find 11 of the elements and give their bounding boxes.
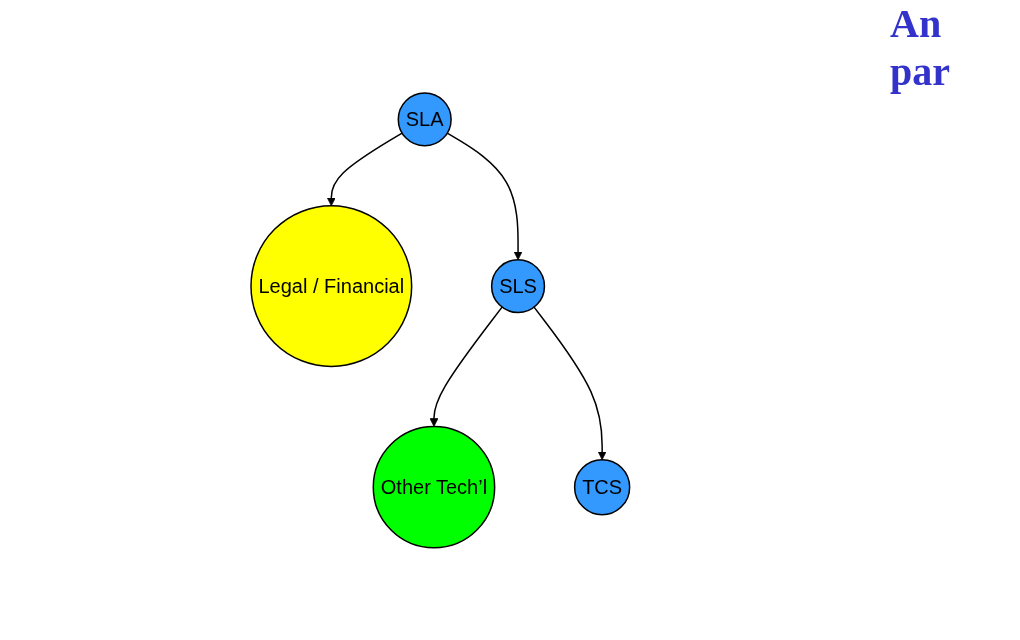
node-circle: SLA: [397, 91, 452, 147]
heading-fragment: par: [890, 48, 951, 96]
arrow: [326, 131, 403, 206]
arrow: [429, 306, 503, 427]
arrow: [446, 131, 523, 260]
node-circle: TCS: [573, 458, 631, 515]
node-circle: Other Tech’l: [372, 425, 496, 549]
arrow: [533, 306, 607, 460]
node-circle: SLS: [490, 258, 545, 313]
node-circle: Legal / Financial: [249, 204, 413, 367]
heading-fragment: An: [890, 0, 943, 48]
